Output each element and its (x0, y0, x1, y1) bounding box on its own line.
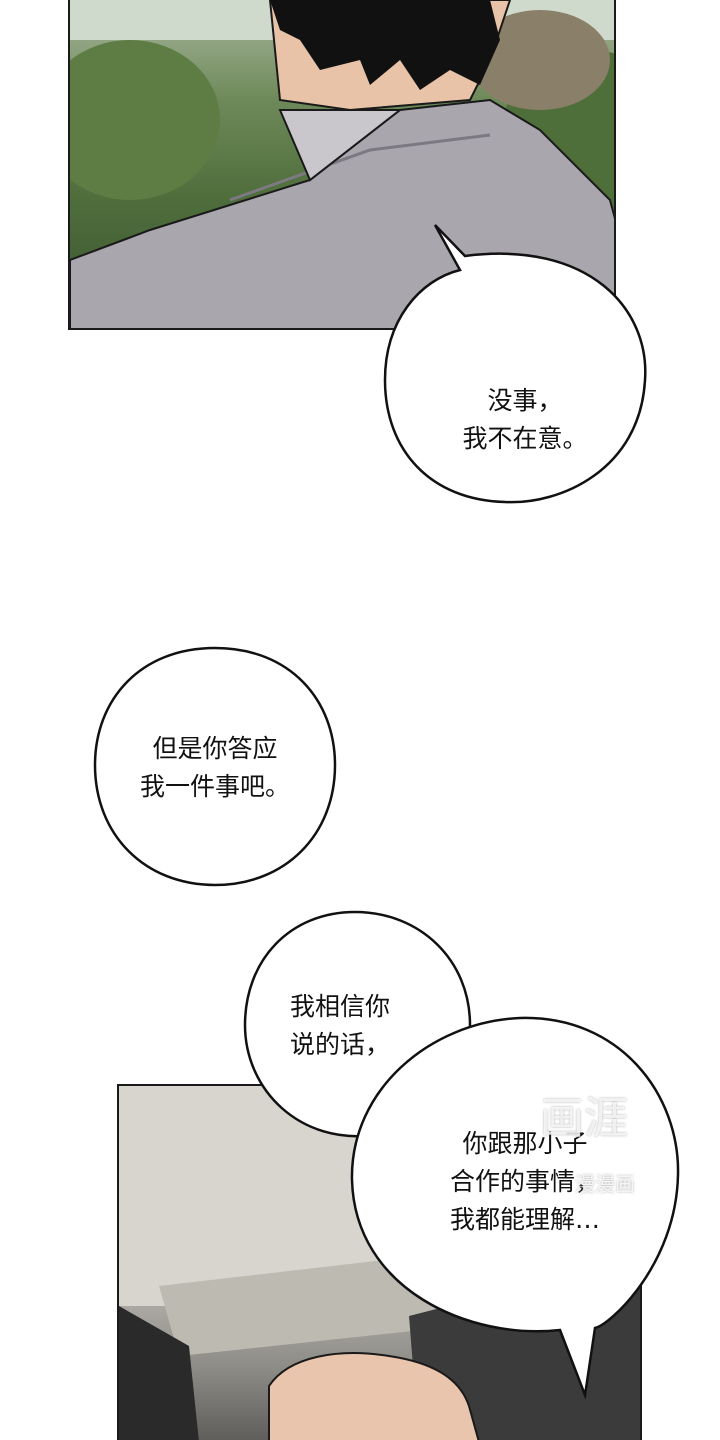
top-comic-panel (68, 0, 616, 330)
hair (270, 0, 500, 90)
bubble-1-text: 没事， 我不在意。 (445, 382, 605, 458)
rock-hill (470, 10, 610, 110)
dark-sleeve-left (119, 1306, 199, 1440)
top-panel-illustration (70, 0, 614, 328)
collar (278, 109, 403, 182)
bubble-3-text: 我相信你 说的话， (290, 988, 430, 1064)
tree-left (70, 40, 220, 200)
bubble-4-line-1: 你跟那小子 (462, 1129, 588, 1158)
bubble-1-line-2: 我不在意。 (462, 424, 588, 453)
bubble-2-line-2: 我一件事吧。 (139, 772, 290, 801)
watermark-text: 漫漫画 (575, 1172, 635, 1196)
watermark-logo: 画涯 (540, 1093, 628, 1144)
bubble-4-line-3: 我都能理解… (449, 1205, 600, 1234)
bubble-2-text: 但是你答应 我一件事吧。 (120, 730, 310, 806)
shirt-fold (229, 133, 491, 202)
bubble-3-line-2: 说的话， (290, 1030, 391, 1059)
bubble-2-line-1: 但是你答应 (152, 734, 278, 763)
bubble-3-line-1: 我相信你 (290, 992, 391, 1021)
bubble-4-text: 你跟那小子 合作的事情， 我都能理解… (420, 1125, 630, 1239)
bubble-1-line-1: 没事， (487, 386, 563, 415)
bubble-4-line-2: 合作的事情， (449, 1167, 600, 1196)
